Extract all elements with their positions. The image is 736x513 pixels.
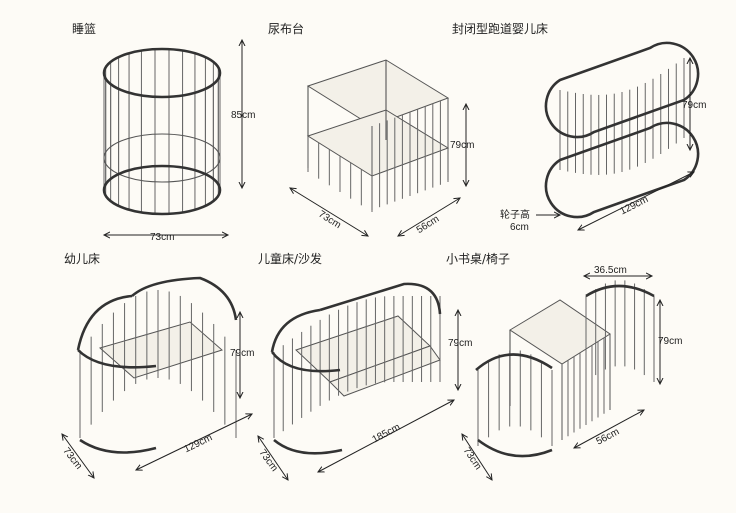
sofa-bars bbox=[273, 296, 441, 438]
wheel-label-line2: 6cm bbox=[510, 222, 529, 233]
desk-top bbox=[509, 299, 611, 365]
kids-bed-sofa-drawing: 79cm 185cm 73cm bbox=[256, 282, 472, 480]
title-kids-bed-sofa: 儿童床/沙发 bbox=[258, 252, 323, 266]
toddler-height-label: 79cm bbox=[230, 348, 254, 359]
sofa-width-arrow bbox=[258, 436, 288, 480]
sofa-width-label: 73cm bbox=[256, 448, 279, 474]
table-width-arrow bbox=[290, 188, 368, 236]
sofa-front-rail bbox=[270, 351, 341, 373]
toddler-length-label: 129cm bbox=[182, 432, 214, 455]
cradle-middle-rail bbox=[103, 133, 221, 183]
cradle-height-label: 85cm bbox=[231, 110, 255, 121]
changing-table-drawing: 79cm 73cm 56cm bbox=[290, 59, 474, 236]
desk-width-label: 73cm bbox=[461, 445, 484, 471]
cradle-top-rail bbox=[102, 47, 222, 99]
toddler-length-arrow bbox=[136, 414, 252, 470]
title-changing-table: 尿布台 bbox=[268, 22, 305, 36]
toddler-front-rail bbox=[77, 349, 157, 369]
toddler-back-rail bbox=[131, 276, 238, 321]
table-side-bars bbox=[307, 98, 449, 212]
toddler-bottom-rail bbox=[79, 438, 157, 454]
table-depth-arrow bbox=[398, 198, 460, 236]
toddler-bars bbox=[79, 290, 237, 438]
sofa-back-rail bbox=[319, 282, 442, 315]
toddler-left-rail bbox=[76, 294, 133, 351]
sofa-height-label: 79cm bbox=[448, 338, 472, 349]
title-desk-chair: 小书桌/椅子 bbox=[446, 252, 511, 266]
wheel-label-line1: 轮子高 bbox=[500, 208, 530, 221]
stool-bottom-rail bbox=[477, 438, 553, 458]
crib-top-rail bbox=[544, 41, 700, 139]
desk-chair-drawing: 36.5cm 79cm 56cm 73cm bbox=[461, 265, 682, 480]
desk-height-label: 79cm bbox=[658, 336, 682, 347]
cradle-bars bbox=[103, 49, 221, 214]
title-enclosed-crib: 封闭型跑道婴儿床 bbox=[452, 22, 549, 36]
desk-top-width-label: 36.5cm bbox=[594, 265, 627, 276]
crib-bars bbox=[559, 58, 685, 175]
desk-depth-arrow bbox=[574, 410, 644, 448]
enclosed-crib-drawing: 79cm 129cm 轮子高 6cm bbox=[500, 41, 706, 233]
desk-width-arrow bbox=[462, 434, 492, 480]
crib-length-arrow bbox=[578, 172, 694, 230]
toddler-bed-drawing: 79cm 129cm 73cm bbox=[60, 276, 254, 478]
chair-back-top-rail bbox=[585, 284, 655, 298]
title-cradle: 睡篮 bbox=[72, 22, 97, 36]
crib-height-label: 79cm bbox=[682, 100, 706, 111]
sofa-length-label: 185cm bbox=[370, 422, 402, 446]
sofa-left-rail bbox=[270, 308, 321, 353]
cradle-width-label: 73cm bbox=[150, 232, 174, 243]
cradle-bottom-rail bbox=[102, 164, 222, 216]
cradle-drawing: 85cm 73cm bbox=[102, 40, 255, 243]
stool-top-rail bbox=[475, 353, 553, 371]
toddler-mattress bbox=[98, 321, 223, 379]
title-toddler-bed: 幼儿床 bbox=[64, 252, 101, 266]
toddler-width-arrow bbox=[62, 434, 94, 478]
table-height-label: 79cm bbox=[450, 140, 474, 151]
sofa-length-arrow bbox=[318, 400, 454, 472]
sofa-bottom-rail bbox=[273, 438, 343, 455]
